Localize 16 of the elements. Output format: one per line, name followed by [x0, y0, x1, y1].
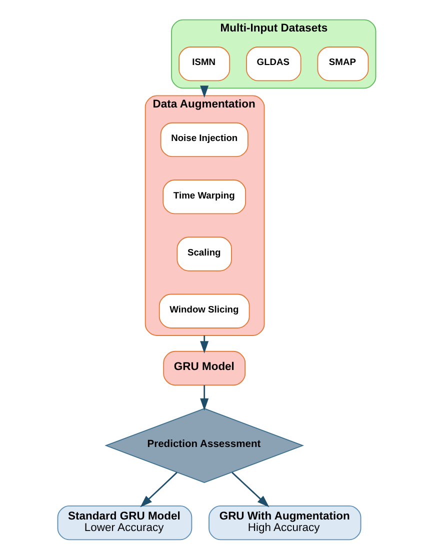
arrow: [231, 472, 269, 508]
arrow: [200, 335, 208, 354]
node-box: Window Slicing: [158, 294, 250, 328]
arrow: [200, 86, 208, 98]
arrow: [140, 472, 177, 508]
node-box: Time Warping: [162, 180, 246, 214]
node-box: Standard GRU Model Lower Accuracy: [56, 506, 192, 540]
node-box: Scaling: [176, 236, 232, 272]
node-box: GLDAS: [246, 46, 301, 82]
node-box: SMAP: [316, 46, 368, 82]
node-box: ISMN: [178, 46, 230, 82]
node-box: GRU With Augmentation High Accuracy: [208, 506, 361, 540]
node-box: GRU Model: [162, 350, 246, 386]
arrow: [200, 385, 208, 411]
node-box: Noise Injection: [160, 122, 248, 158]
node-diamond: Prediction Assessment: [104, 408, 304, 484]
